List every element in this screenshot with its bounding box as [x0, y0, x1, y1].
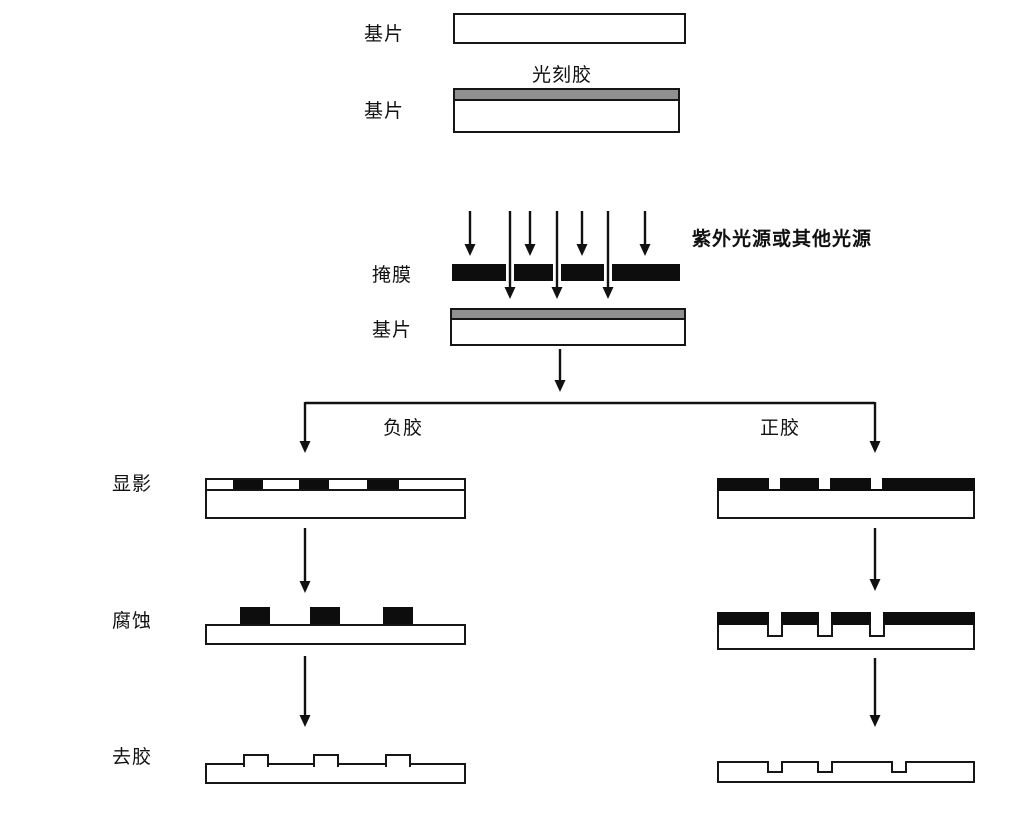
negative-resist-label: 负胶 [383, 418, 424, 439]
substrate-body [717, 491, 975, 519]
uv-light-arrows [464, 211, 651, 299]
etch-label: 腐蚀 [112, 611, 153, 632]
exposed-substrate-figure [450, 308, 686, 346]
etched-mesa [243, 754, 269, 767]
resist-gap [871, 612, 883, 623]
mask-segment [561, 264, 604, 281]
strip-negative-figure [205, 754, 466, 784]
etched-notch [891, 761, 907, 773]
etched-notch [767, 761, 783, 773]
substrate-body [717, 623, 975, 650]
photoresist-label: 光刻胶 [532, 65, 593, 86]
resist-gap [871, 478, 882, 489]
photoresist-layer [450, 308, 686, 320]
strip-positive-figure [717, 761, 975, 783]
bare-substrate-figure [453, 13, 686, 44]
etched-trench [817, 623, 833, 637]
develop-negative-figure [205, 478, 466, 519]
develop-label: 显影 [112, 474, 153, 495]
substrate-label-1: 基片 [364, 24, 405, 45]
resist-gap [769, 612, 781, 623]
resist-gap [819, 612, 831, 623]
positive-resist-pattern [717, 478, 975, 491]
substrate-body [453, 101, 680, 133]
resist-bump [310, 607, 340, 624]
coated-substrate-figure [453, 88, 680, 133]
resist-segment [367, 480, 399, 489]
photoresist-layer [453, 88, 680, 101]
substrate-body [450, 320, 686, 346]
resist-segment [299, 480, 329, 489]
etched-trench [767, 623, 783, 637]
substrate-label-2: 基片 [364, 101, 405, 122]
resist-gap [819, 478, 830, 489]
resist-bump [240, 607, 270, 624]
strip-label: 去胶 [112, 747, 153, 768]
uv-source-label: 紫外光源或其他光源 [692, 229, 873, 250]
mask-segment [452, 264, 506, 281]
mask-bar [452, 264, 680, 281]
etched-notch [817, 761, 833, 773]
positive-resist-label: 正胶 [760, 418, 801, 439]
mask-segment [612, 264, 680, 281]
positive-resist-mask [717, 612, 975, 625]
mask-segment [514, 264, 553, 281]
etched-trench [869, 623, 885, 637]
resist-bump [383, 607, 413, 624]
mask-label: 掩膜 [372, 265, 413, 286]
substrate-label-3: 基片 [372, 320, 413, 341]
resist-gap [769, 478, 780, 489]
etched-mesa [313, 754, 339, 767]
resist-segment [233, 480, 263, 489]
etched-mesa [385, 754, 411, 767]
develop-positive-figure [717, 478, 975, 519]
etch-positive-figure [717, 612, 975, 650]
etch-negative-figure [205, 607, 466, 645]
negative-resist-pattern [205, 478, 466, 491]
substrate-body [205, 491, 466, 519]
